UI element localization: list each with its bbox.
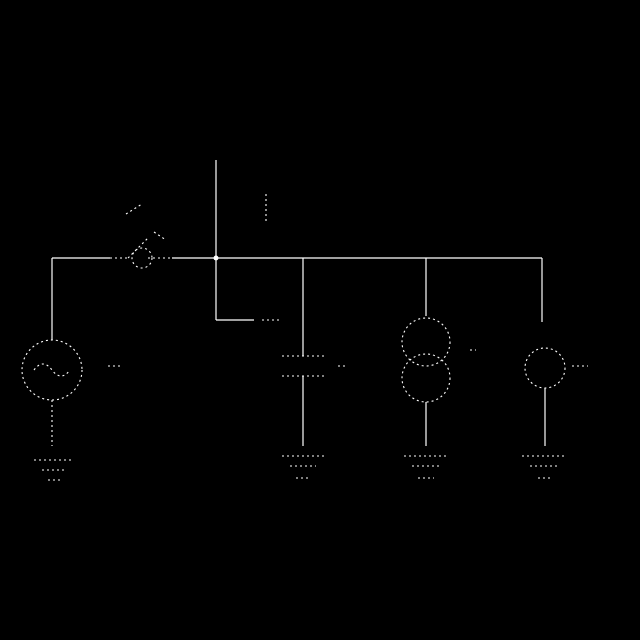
ground-symbol-3 xyxy=(404,455,448,479)
circuit-breaker-symbol xyxy=(110,203,172,269)
ground-symbol-1 xyxy=(34,459,74,481)
transformer-branch xyxy=(401,258,476,446)
ground-symbol-4 xyxy=(522,455,566,479)
motor-branch xyxy=(524,258,588,446)
incoming-feeder xyxy=(213,160,280,321)
capacitor-branch xyxy=(282,258,346,446)
ground-symbol-2 xyxy=(282,455,324,479)
generator-branch xyxy=(21,258,120,446)
